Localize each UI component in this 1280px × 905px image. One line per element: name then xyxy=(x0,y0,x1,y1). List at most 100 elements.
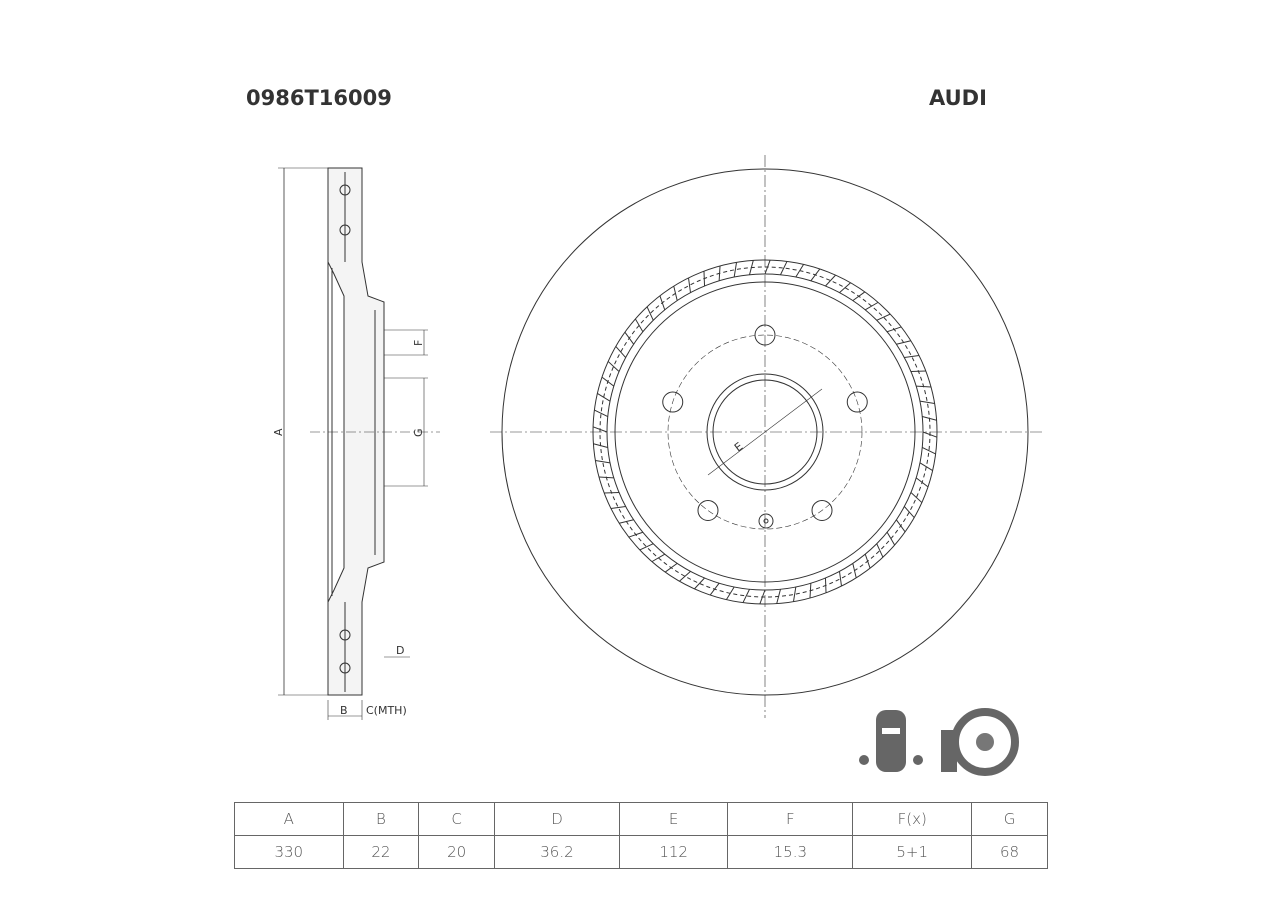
vent-vane xyxy=(810,268,821,282)
vent-vane xyxy=(764,259,771,275)
vent-vane xyxy=(904,355,920,359)
vent-vane xyxy=(895,519,906,533)
value-cell: 330 xyxy=(234,835,344,869)
vent-vane xyxy=(709,582,720,596)
bolt-hole xyxy=(846,391,868,413)
vent-vane xyxy=(922,447,936,455)
table-header-row: A B C D E F F(x) G xyxy=(234,802,1048,836)
vent-vane xyxy=(646,306,654,321)
vent-vane xyxy=(604,491,620,494)
vent-vane xyxy=(876,543,884,558)
vent-vane xyxy=(839,282,851,294)
vent-vane xyxy=(922,431,938,438)
vent-vane xyxy=(780,261,788,275)
vent-vane xyxy=(919,462,933,472)
vent-vane xyxy=(910,370,926,373)
vent-vane xyxy=(597,392,611,402)
dimensions-table: A B C D E F F(x) G 330 22 20 36.2 112 15… xyxy=(234,802,1048,869)
vent-vane xyxy=(825,274,836,287)
svg-text:E: E xyxy=(732,440,745,455)
vent-vane xyxy=(896,340,911,345)
vent-vane xyxy=(593,443,608,448)
vent-vane xyxy=(838,571,842,587)
vent-vane xyxy=(852,291,866,302)
vent-vane xyxy=(886,326,902,333)
vent-vane xyxy=(634,318,644,333)
disc-front-view xyxy=(490,155,1045,718)
brake-disc-icon xyxy=(941,708,1019,776)
vent-vane xyxy=(610,505,626,509)
vent-vane xyxy=(703,271,706,287)
vent-vane xyxy=(809,583,812,599)
value-cell: 22 xyxy=(342,835,420,869)
vent-vane xyxy=(664,562,678,573)
header-cell: F(x) xyxy=(852,802,973,836)
svg-text:D: D xyxy=(396,644,404,657)
vent-vane xyxy=(886,531,896,546)
disc-side-view xyxy=(278,167,440,720)
vent-vane xyxy=(922,416,937,421)
vent-vane xyxy=(718,265,721,281)
part-number: 0986T16009 xyxy=(246,86,392,110)
bolt-hole xyxy=(662,391,684,413)
vent-vane xyxy=(915,477,929,488)
svg-text:A: A xyxy=(272,428,285,436)
vent-vane xyxy=(852,563,857,578)
vent-vane xyxy=(776,589,781,604)
vent-vane xyxy=(659,295,666,311)
vent-vane xyxy=(903,506,915,518)
value-cell: 36.2 xyxy=(494,835,620,869)
vent-vane xyxy=(651,553,666,563)
header-cell: D xyxy=(494,802,620,836)
vent-vane xyxy=(824,577,827,593)
vent-vane xyxy=(694,577,705,590)
vent-vane xyxy=(688,277,692,293)
vent-vane xyxy=(919,400,935,405)
vent-vane xyxy=(601,376,615,387)
value-cell: 68 xyxy=(971,835,1048,869)
bolt-hole xyxy=(697,499,719,521)
svg-text:F: F xyxy=(412,340,425,346)
vent-vane xyxy=(876,313,891,321)
vent-vane xyxy=(864,301,879,311)
header-cell: E xyxy=(618,802,729,836)
vent-vane xyxy=(910,492,923,503)
value-cell: 5+1 xyxy=(852,835,973,869)
vent-vane xyxy=(595,459,611,464)
value-cell: 15.3 xyxy=(727,835,854,869)
brand-name: AUDI xyxy=(929,86,987,110)
vent-vane xyxy=(594,409,608,417)
header-cell: C xyxy=(418,802,496,836)
vent-vane xyxy=(916,385,932,388)
vent-vane xyxy=(749,260,754,275)
table-row: 330 22 20 36.2 112 15.3 5+1 68 xyxy=(234,835,1048,869)
header-cell: G xyxy=(971,802,1048,836)
header-cell: B xyxy=(342,802,420,836)
value-cell: 112 xyxy=(618,835,729,869)
vent-vane xyxy=(864,553,871,569)
vent-vane xyxy=(759,589,766,605)
vent-vane xyxy=(592,426,608,433)
vent-vane xyxy=(725,586,735,600)
vent-vane xyxy=(598,476,614,479)
vent-vane xyxy=(795,264,805,278)
vent-vane xyxy=(624,331,635,345)
vent-vane xyxy=(639,543,654,551)
bolt-hole xyxy=(754,324,776,346)
vent-vane xyxy=(628,531,644,538)
header-cell: A xyxy=(234,802,344,836)
vent-vane xyxy=(615,346,627,358)
vent-vane xyxy=(733,262,738,278)
vent-vane xyxy=(792,586,797,602)
car-front-axle-icon xyxy=(859,710,923,772)
vent-vane xyxy=(742,589,750,603)
vent-vane xyxy=(607,361,620,372)
svg-text:G: G xyxy=(412,428,425,437)
header-cell: F xyxy=(727,802,854,836)
vent-vane xyxy=(673,286,678,301)
vent-vane xyxy=(679,570,691,582)
svg-text:B: B xyxy=(340,704,348,717)
vent-vane xyxy=(619,519,634,524)
svg-text:C(MTH): C(MTH) xyxy=(366,704,407,717)
